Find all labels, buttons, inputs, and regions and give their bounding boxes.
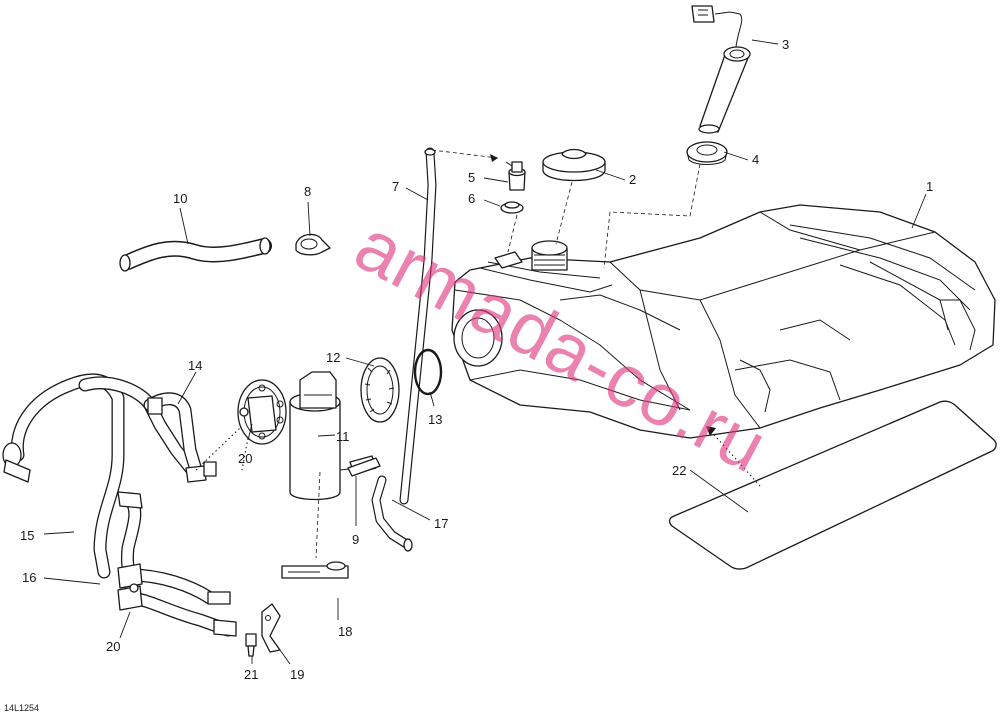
fuel-level-sender — [691, 5, 751, 134]
sender-gasket — [686, 141, 728, 165]
callout-22: 22 — [672, 463, 686, 478]
tank-pad — [668, 400, 997, 570]
pump-o-ring — [413, 348, 443, 396]
tank-pump-opening — [453, 309, 503, 367]
vent-hose-lower — [371, 475, 413, 552]
callout-1: 1 — [926, 179, 933, 194]
fuel-cap — [542, 148, 606, 182]
callout-8: 8 — [304, 184, 311, 199]
callout-14: 14 — [188, 358, 202, 373]
callout-12: 12 — [326, 350, 340, 365]
bolt — [245, 633, 257, 657]
callout-9: 9 — [352, 532, 359, 547]
pump-retaining-ring — [360, 357, 400, 423]
quick-connector — [117, 563, 143, 611]
fuel-pump-module — [289, 371, 377, 501]
callout-6: 6 — [468, 191, 475, 206]
pump-flange — [237, 379, 287, 445]
drawing-code: 14L1254 — [4, 703, 39, 713]
callout-21: 21 — [244, 667, 258, 682]
vent-arrow-head — [490, 154, 498, 162]
pad-arrow-head — [706, 426, 716, 436]
support-bracket — [261, 603, 281, 653]
tank-filler-neck — [531, 240, 568, 271]
callout-20-upper: 20 — [238, 451, 252, 466]
fuel-hose-assembly — [2, 373, 237, 637]
callout-17: 17 — [434, 516, 448, 531]
vent-hose — [399, 147, 437, 505]
callout-4: 4 — [752, 152, 759, 167]
callout-7: 7 — [392, 179, 399, 194]
callout-5: 5 — [468, 170, 475, 185]
callout-20-lower: 20 — [106, 639, 120, 654]
pump-fitting — [347, 457, 381, 477]
fuel-tank — [451, 204, 996, 439]
filler-hose — [119, 237, 272, 272]
hose-clamp — [295, 233, 331, 256]
callout-15: 15 — [20, 528, 34, 543]
leader-lines — [43, 39, 927, 665]
callout-2: 2 — [629, 172, 636, 187]
callout-10: 10 — [173, 191, 187, 206]
callout-11: 11 — [336, 429, 350, 444]
vent-valve — [505, 161, 526, 191]
callout-labels: 1 2 3 4 5 6 7 8 9 10 11 12 13 14 15 16 1… — [20, 37, 933, 682]
callout-19: 19 — [290, 667, 304, 682]
tank-vent-seat — [494, 251, 523, 269]
callout-18: 18 — [338, 624, 352, 639]
vent-grommet — [500, 201, 524, 214]
callout-16: 16 — [22, 570, 36, 585]
assembly-lines — [195, 149, 761, 559]
fuel-strainer — [281, 561, 349, 579]
callout-3: 3 — [782, 37, 789, 52]
callout-13: 13 — [428, 412, 442, 427]
